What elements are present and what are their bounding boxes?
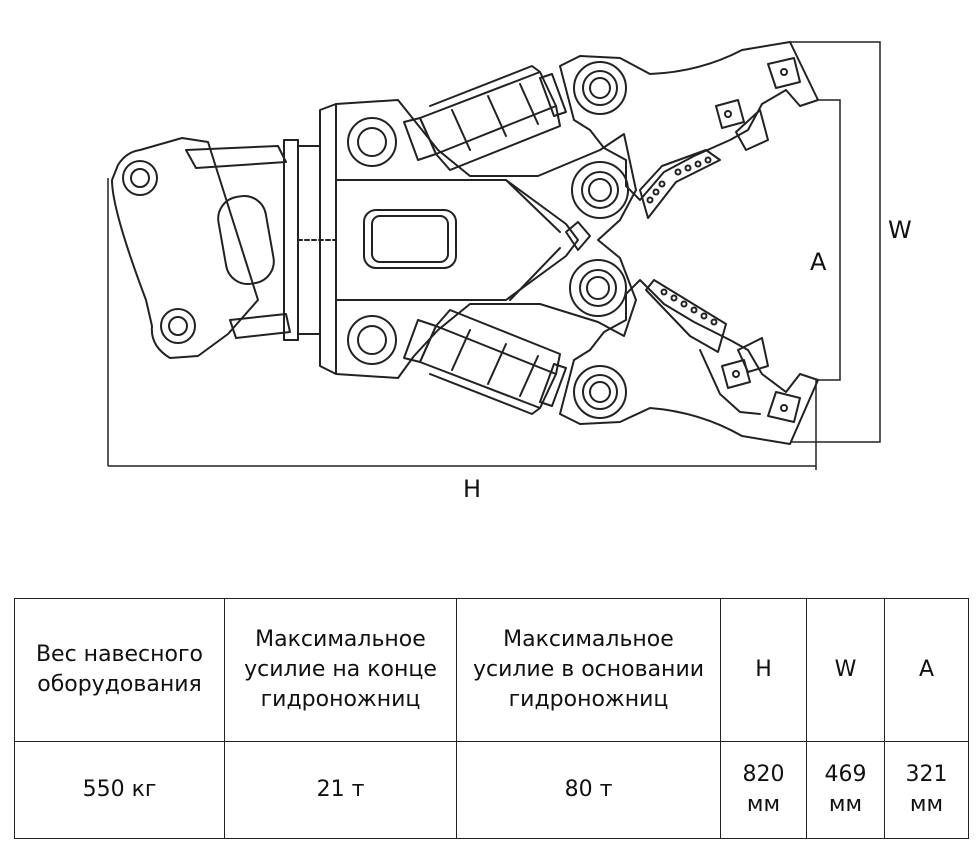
- jaw-pin-lower: [573, 365, 627, 419]
- upper-jaw: [559, 41, 819, 201]
- dimension-label-w: W: [888, 216, 912, 244]
- jaw-pin-upper: [573, 61, 627, 115]
- dimension-line-h: [107, 178, 817, 470]
- dimension-label-h: H: [463, 475, 481, 503]
- table-header-row: Вес навесного оборудования Максимальное …: [14, 598, 969, 742]
- table-row: 550 кг 21 т 80 т 820 мм 469 мм 321 мм: [14, 741, 969, 839]
- pivot-pin-upper: [571, 161, 629, 219]
- cell-a: 321 мм: [884, 741, 969, 839]
- dimension-line-w: [790, 41, 881, 443]
- mounting-bracket: [111, 137, 259, 359]
- lower-jaw: [559, 279, 819, 445]
- rotation-flange: [283, 139, 299, 341]
- header-weight: Вес навесного оборудования: [14, 598, 225, 742]
- body-pin-bottom: [347, 315, 397, 365]
- upper-blade: [639, 149, 721, 219]
- dimension-line-a: [818, 99, 841, 381]
- bracket-slot: [217, 194, 275, 286]
- header-w: W: [806, 598, 885, 742]
- header-h: H: [720, 598, 807, 742]
- lower-blade: [645, 279, 727, 353]
- specs-table: Вес навесного оборудования Максимальное …: [14, 598, 969, 839]
- dimension-label-a: A: [810, 248, 827, 276]
- header-base-force: Максимальное усилие в основании гидронож…: [456, 598, 721, 742]
- body-window: [363, 209, 457, 269]
- upper-cylinder: [403, 65, 567, 171]
- body-pin-top: [347, 117, 397, 167]
- cell-h: 820 мм: [720, 741, 807, 839]
- hydraulic-shears-drawing: H W A: [107, 41, 912, 503]
- cell-w: 469 мм: [806, 741, 885, 839]
- lower-cylinder: [403, 309, 567, 415]
- header-a: A: [884, 598, 969, 742]
- cell-base-force: 80 т: [456, 741, 721, 839]
- header-tip-force: Максимальное усилие на конце гидроножниц: [224, 598, 457, 742]
- bracket-pin-top: [122, 160, 158, 196]
- pivot-pin-lower: [569, 259, 627, 317]
- cell-tip-force: 21 т: [224, 741, 457, 839]
- cell-weight: 550 кг: [14, 741, 225, 839]
- bracket-pin-bottom: [160, 308, 196, 344]
